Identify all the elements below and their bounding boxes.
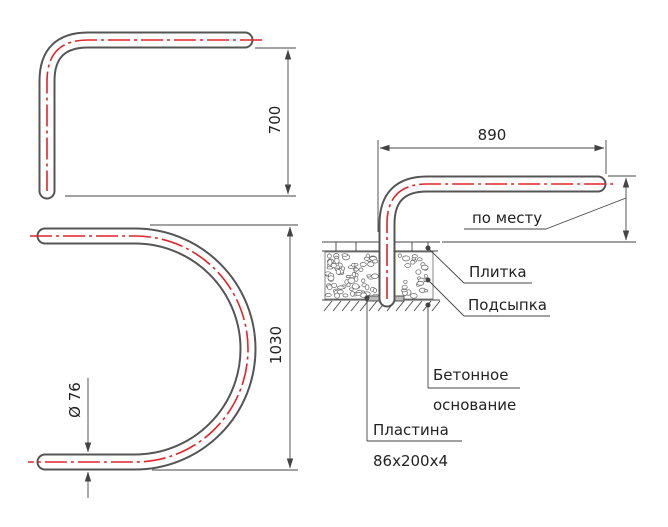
dimension-in-place: по месту [442,175,636,243]
gravel-stone [401,284,408,290]
gravel-stone [341,253,349,257]
gravel-stone [400,289,408,293]
gravel-stone [415,269,422,275]
leader-concrete: Бетонное основание [425,302,520,414]
gravel-stone [351,262,356,268]
gravel-stone [353,267,359,272]
gravel-stone [416,281,425,286]
gravel-stone [330,263,337,268]
gravel-stone [336,289,344,295]
tile-label: Плитка [469,263,527,281]
gravel-stone [351,272,356,277]
gravel-stone [325,293,332,298]
dimension-890-text: 890 [478,126,507,144]
gravel-stone [359,262,367,267]
gravel-stone [423,273,428,279]
dimension-width: 890 [377,126,607,232]
gravel-stone [340,266,346,271]
gravel-stone [346,282,351,288]
gravel-stone [327,253,332,259]
gravel-stone [411,254,418,259]
ground-section [322,241,441,312]
leader-tile: Плитка [425,245,532,284]
gravel-stone [351,283,360,290]
gravel-stone [402,255,411,262]
gravel-stone [366,274,372,278]
dimension-700-text: 700 [266,106,284,135]
ground-hatch-line [368,300,378,312]
gravel-stone [336,285,345,290]
in-place-text: по месту [472,209,542,227]
gravel-stone [410,293,418,299]
ground-hatch-line [404,300,414,312]
gravel-stone [334,257,340,264]
gravel-stone [327,275,335,281]
plate-label-line1: Пластина [373,421,449,439]
gravel-stone [347,277,356,284]
gravel-stone [350,291,355,297]
ground-hatch-line [413,300,423,312]
diameter-text: Ø 76 [66,382,84,418]
gravel-stone [326,284,333,290]
bedding-label: Подсыпка [468,296,547,314]
gravel-stone [334,292,340,299]
gravel-stone [423,289,429,293]
gravel-stone [354,276,359,282]
gravel-stone [342,293,349,298]
gravel-stone [327,259,333,266]
pipe-lower-view [28,227,257,471]
gravel-stone [403,279,408,284]
plate-label-line2: 86x200x4 [373,452,448,470]
ground-hatch-line [395,300,405,312]
gravel-stone [367,261,375,267]
dimension-lower-height: 1030 [150,224,298,471]
gravel-stone [372,288,378,293]
dimension-diameter: Ø 76 [66,378,92,498]
ground-hatch-line [332,300,342,312]
ground-hatch-line [431,300,441,312]
gravel-stone [371,273,379,279]
ground-hatch-line [323,300,333,312]
gravel-stone [358,267,364,272]
gravel-stone [411,257,416,261]
concrete-label-line1: Бетонное [433,366,508,384]
pipe-upper-view [38,31,262,200]
dimension-1030-text: 1030 [267,326,285,364]
gravel-stone [397,253,403,258]
gravel-stone [404,263,411,268]
gravel-stone [421,264,429,271]
gravel-stone [331,282,338,288]
ground-hatch-line [341,300,351,312]
gravel-stone [361,278,366,284]
leader-bedding: Подсыпка [425,277,550,317]
concrete-label-line2: основание [433,396,516,414]
gravel-stone [355,292,362,296]
pipe-installed [378,175,616,308]
leader-plate: Пластина 86x200x4 [364,295,462,470]
gravel-stone [410,260,416,265]
gravel-stone [349,287,354,291]
gravel-stone [372,259,379,264]
gravel-stone [363,256,370,261]
dimension-upper-height: 700 [65,47,296,197]
gravel-stone [335,269,341,275]
gravel-stone [364,284,370,291]
ground-hatch-line [350,300,360,312]
gravel-stone [417,257,423,262]
